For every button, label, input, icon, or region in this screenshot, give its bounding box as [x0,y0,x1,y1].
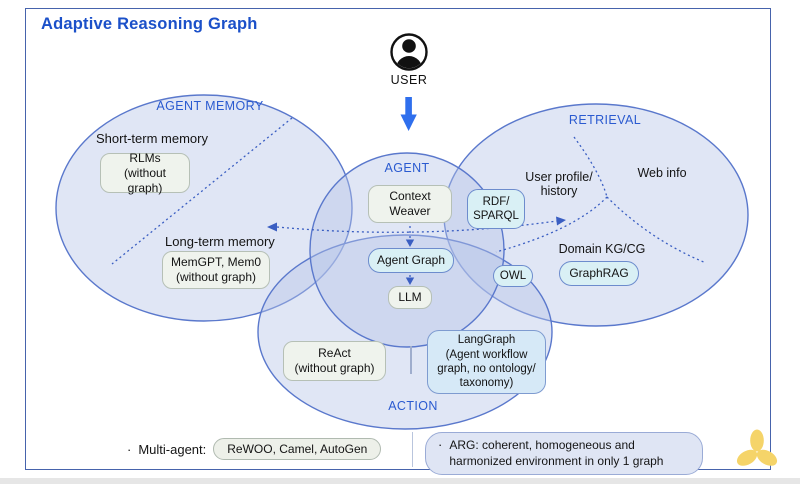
right-arrowhead [556,216,566,226]
user-icon [390,33,428,71]
long-term-memory-label: Long-term memory [165,234,275,249]
multi-agent-label: Multi-agent: [138,441,207,457]
react-box: ReAct (without graph) [283,341,386,381]
rdf-sparql-box: RDF/ SPARQL [467,189,525,229]
slide-border [25,8,771,470]
page-title: Adaptive Reasoning Graph [41,15,258,33]
llm-box: LLM [388,286,432,309]
graphrag-box: GraphRAG [559,261,639,286]
langgraph-box: LangGraph (Agent workflow graph, no onto… [427,330,546,394]
short-term-memory-label: Short-term memory [96,131,208,146]
dotted-arrowheads [267,216,566,285]
user-profile-history-label: User profile/ history [525,170,593,198]
user-label: USER [390,73,428,87]
rlms-box: RLMs (without graph) [100,151,190,195]
region-label-retrieval: RETRIEVAL [568,113,642,127]
action-divider [410,346,412,374]
arg-text: ARG: coherent, homogeneous and harmonize… [449,438,664,469]
region-label-agent-memory: AGENT MEMORY [156,99,264,113]
web-info-label: Web info [637,166,687,180]
arg-box: · ARG: coherent, homogeneous and harmoni… [425,432,703,476]
footer-divider [412,432,413,467]
trefoil-icon [736,429,778,466]
bullet-icon: · [438,437,443,452]
memgpt-box: MemGPT, Mem0 (without graph) [162,251,270,289]
bullet-icon: · [127,441,132,457]
multi-agent-box: ReWOO, Camel, AutoGen [213,438,382,460]
owl-box: OWL [493,265,533,287]
domain-kg-label: Domain KG/CG [558,242,646,256]
region-label-action: ACTION [388,399,438,413]
retrieval-branch-left-line [495,196,608,253]
memory-divider-line [111,117,293,265]
multi-agent-row: · Multi-agent: ReWOO, Camel, AutoGen [127,436,382,462]
down-arrow-icon [400,97,417,131]
retrieval-branch-right-line [606,196,707,264]
left-arrowhead [267,222,277,232]
region-label-agent: AGENT [384,161,430,175]
down-arrowhead-agentgraph [405,239,415,247]
bottom-edge-strip [0,478,800,484]
down-arrowhead-llm [405,277,415,285]
memory-ellipse [55,94,353,322]
agent-graph-box: Agent Graph [368,248,454,273]
context-weaver-box: Context Weaver [368,185,452,223]
